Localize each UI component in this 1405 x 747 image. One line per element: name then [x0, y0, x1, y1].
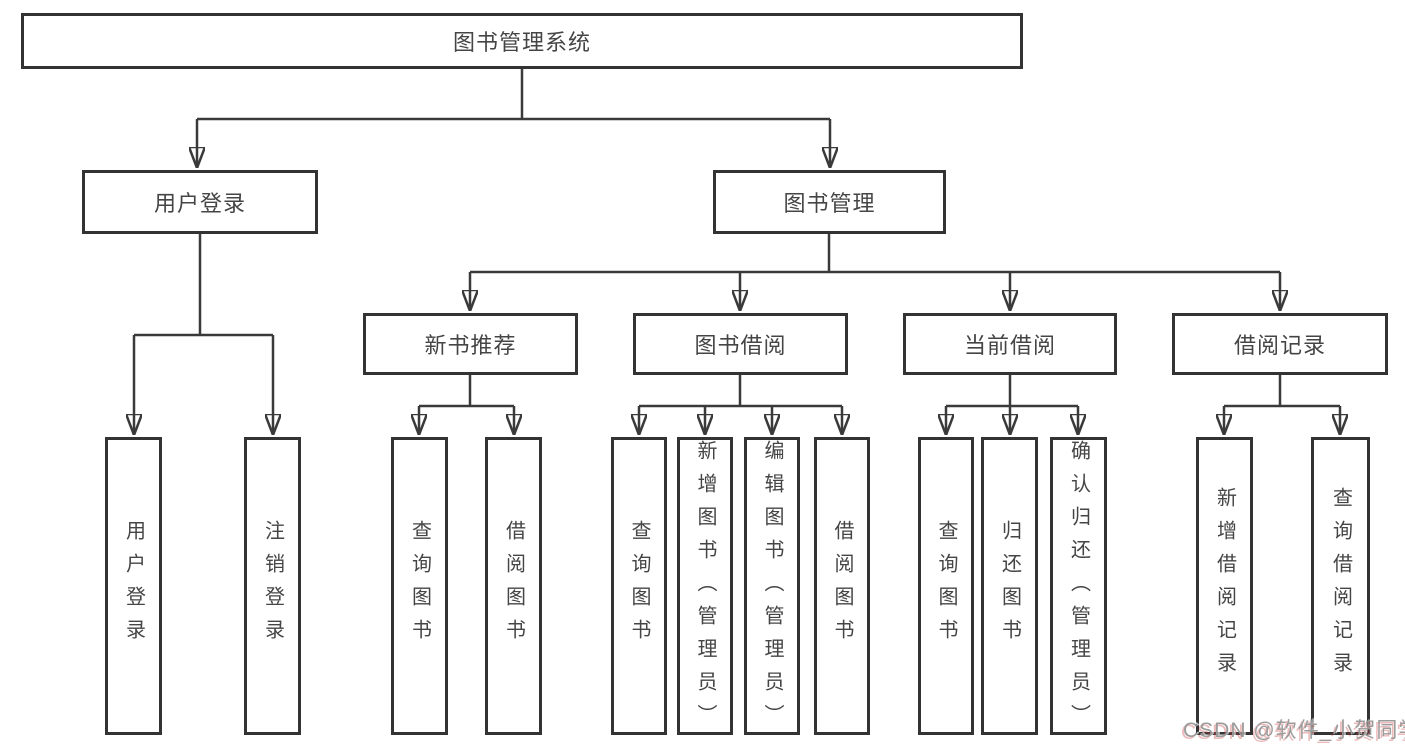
leaf-add-borrow-record: 新增借阅记录 — [1196, 437, 1253, 735]
node-borrow-records: 借阅记录 — [1172, 313, 1388, 375]
leaf-add-book-admin: 新增图书（管理员） — [677, 437, 733, 737]
leaf-query-borrow-record: 查询借阅记录 — [1311, 437, 1370, 735]
leaf-query-books-current: 查询图书 — [918, 437, 974, 735]
node-current-borrow: 当前借阅 — [903, 313, 1117, 375]
leaf-query-books-borrow: 查询图书 — [611, 437, 667, 735]
node-user-login: 用户登录 — [82, 170, 318, 234]
node-book-borrow: 图书借阅 — [633, 313, 848, 375]
node-system-root: 图书管理系统 — [21, 13, 1023, 69]
leaf-borrow-books-borrow: 借阅图书 — [814, 437, 870, 735]
leaf-edit-book-admin: 编辑图书（管理员） — [744, 437, 800, 737]
leaf-user-login: 用户登录 — [105, 437, 162, 735]
leaf-logout: 注销登录 — [244, 437, 301, 735]
leaf-borrow-books-recommend: 借阅图书 — [485, 437, 542, 735]
leaf-return-book: 归还图书 — [981, 437, 1038, 735]
node-book-management: 图书管理 — [713, 170, 946, 234]
leaf-confirm-return-admin: 确认归还（管理员） — [1050, 437, 1107, 737]
csdn-watermark: CSDN @软件_小贺同学 — [1183, 719, 1405, 742]
leaf-query-books-recommend: 查询图书 — [391, 437, 448, 735]
node-new-book-recommend: 新书推荐 — [363, 313, 578, 375]
